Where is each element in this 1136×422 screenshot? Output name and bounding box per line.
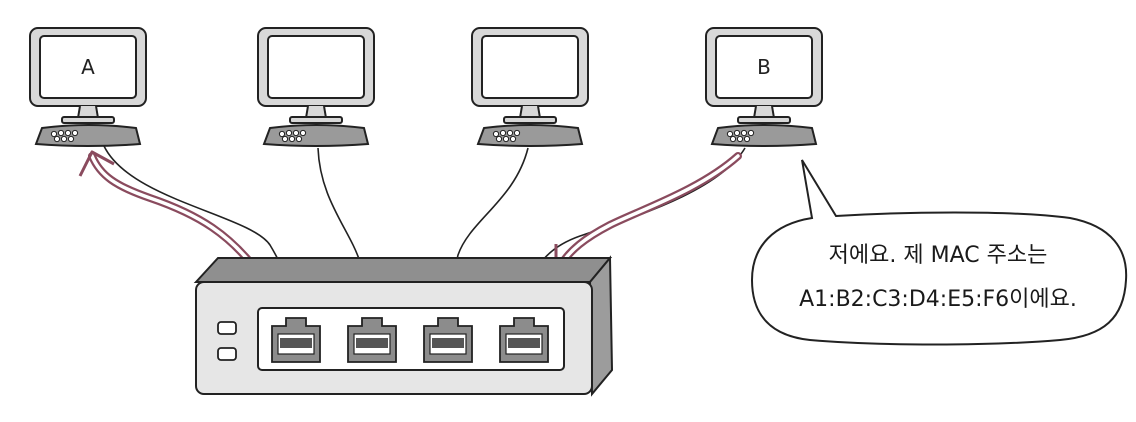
computer-3 — [471, 27, 589, 147]
speech-line-2: A1:B2:C3:D4:E5:F6이에요. — [799, 287, 1077, 312]
indicator-light-1 — [217, 321, 237, 335]
ethernet-port-4 — [499, 317, 549, 363]
indicator-light-2 — [217, 347, 237, 361]
monitor-base — [61, 116, 115, 124]
computer-b-label: B — [757, 55, 771, 79]
switch-top — [193, 257, 613, 283]
monitor-base — [289, 116, 343, 124]
frame-route-to-a — [78, 150, 262, 276]
port-panel — [257, 307, 565, 371]
keyboard-keys — [492, 129, 521, 143]
monitor-screen — [39, 35, 137, 99]
ethernet-port-1 — [271, 317, 321, 363]
switch-side — [588, 255, 614, 397]
computer-a-label: A — [81, 55, 95, 79]
network-switch — [193, 255, 614, 397]
speech-bubble-shape — [750, 159, 1128, 346]
keyboard-keys — [278, 129, 307, 143]
ethernet-port-3 — [423, 317, 473, 363]
monitor-base — [737, 116, 791, 124]
speech-bubble: 저에요. 제 MAC 주소는 A1:B2:C3:D4:E5:F6이에요. — [750, 159, 1128, 346]
ethernet-port-2 — [347, 317, 397, 363]
computer-a: A — [29, 27, 147, 147]
monitor-base — [503, 116, 557, 124]
keyboard-keys — [50, 129, 79, 143]
arrow-head-a — [78, 150, 115, 177]
monitor-screen — [267, 35, 365, 99]
keyboard-keys — [726, 129, 755, 143]
monitor-screen — [481, 35, 579, 99]
computer-2 — [257, 27, 375, 147]
frame-route-from-b — [554, 152, 742, 272]
speech-line-1: 저에요. 제 MAC 주소는 — [829, 243, 1048, 268]
computer-b: B — [705, 27, 823, 147]
monitor-screen — [715, 35, 813, 99]
